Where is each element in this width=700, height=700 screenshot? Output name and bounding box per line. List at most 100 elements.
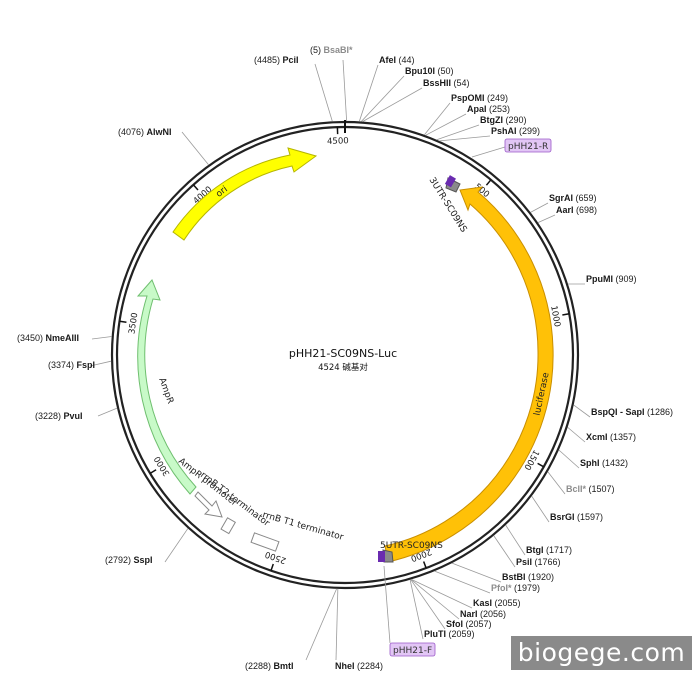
ori-feature-arrow[interactable] [172, 147, 318, 241]
rrnb-t2-terminator-box[interactable] [220, 517, 237, 535]
enzyme-site-label[interactable]: NheI (2284) [335, 661, 383, 671]
primer-phh21-r[interactable]: pHH21-R [471, 138, 552, 158]
enzyme-site-label[interactable]: (3374) FspI [48, 360, 95, 370]
enzyme-name: SphI [580, 458, 600, 468]
enzyme-site-label[interactable]: XcmI (1357) [586, 432, 636, 442]
tick-label: 1000 [548, 305, 562, 328]
enzyme-position: (1597) [577, 512, 603, 522]
rrnb-t1-terminator-label: rrnB T1 terminator [261, 510, 345, 543]
enzyme-site-label[interactable]: (3450) NmeAIII [17, 333, 79, 343]
enzyme-name: PvuI [64, 411, 83, 421]
enzyme-site-label[interactable]: BtgZI (290) [480, 115, 527, 125]
enzyme-name: PspOMI [451, 93, 485, 103]
enzyme-site-label[interactable]: PfoI* (1979) [491, 583, 540, 593]
enzyme-position: (4485) [254, 55, 280, 65]
enzyme-site-label[interactable]: (3228) PvuI [35, 411, 83, 421]
enzyme-site-label[interactable]: (4076) AlwNI [118, 127, 172, 137]
enzyme-name: BclI* [566, 484, 587, 494]
enzyme-name: BstBI [502, 572, 526, 582]
enzyme-site-label[interactable]: AarI (698) [556, 205, 597, 215]
enzyme-site-label[interactable]: KasI (2055) [473, 598, 521, 608]
enzyme-name: FspI [77, 360, 96, 370]
enzyme-position: (1286) [647, 407, 673, 417]
enzyme-position: (1979) [514, 583, 540, 593]
watermark: biogege.com [511, 636, 692, 670]
enzyme-leader-line [89, 360, 112, 367]
enzyme-site-label[interactable]: (2288) BmtI [245, 661, 294, 671]
enzyme-leader-line [436, 124, 480, 141]
rrnb-t1-terminator-box[interactable] [250, 532, 280, 552]
enzyme-leader-line [439, 135, 491, 142]
svg-text:pHH21-R: pHH21-R [508, 142, 548, 152]
enzyme-leader-line [425, 113, 467, 136]
enzyme-position: (659) [576, 193, 597, 203]
enzyme-site-label[interactable]: BclI* (1507) [566, 484, 615, 494]
enzyme-name: SfoI [446, 619, 463, 629]
enzyme-position: (5) [310, 45, 321, 55]
luciferase-feature-arrow[interactable] [384, 186, 554, 563]
ampr-promoter-arrow[interactable] [194, 491, 223, 518]
tick-mark [119, 320, 127, 324]
enzyme-site-label[interactable]: PsiI (1766) [516, 557, 561, 567]
primer-phh21-f[interactable]: pHH21-F [383, 565, 436, 657]
enzyme-site-label[interactable]: BssHII (54) [423, 78, 470, 88]
enzyme-leader-line [547, 471, 566, 495]
enzyme-name: SgrAI [549, 193, 573, 203]
enzyme-name: NarI [460, 609, 478, 619]
enzyme-site-label[interactable]: PshAI (299) [491, 126, 540, 136]
enzyme-name: BtgZI [480, 115, 503, 125]
enzyme-site-label[interactable]: ApaI (253) [467, 104, 510, 114]
enzyme-leader-line [305, 588, 337, 661]
enzyme-leader-line [411, 579, 473, 609]
tick-mark [270, 563, 274, 571]
plasmid-name: pHH21-SC09NS-Luc [289, 347, 397, 360]
enzyme-name: BssHII [423, 78, 451, 88]
enzyme-site-label[interactable]: PspOMI (249) [451, 93, 508, 103]
enzyme-name: KasI [473, 598, 492, 608]
enzyme-site-label[interactable]: BstBI (1920) [502, 572, 554, 582]
tick-mark [537, 462, 545, 468]
enzyme-leader-line [451, 562, 502, 583]
enzyme-site-label[interactable]: (4485) PciI [254, 55, 299, 65]
enzyme-position: (249) [487, 93, 508, 103]
enzyme-leader-line [314, 63, 333, 122]
enzyme-name: SspI [134, 555, 153, 565]
5utr-label: 5UTR-SC09NS [380, 541, 443, 551]
enzyme-site-label[interactable]: Bpu10I (50) [405, 66, 454, 76]
enzyme-site-label[interactable]: BspQI - SapI (1286) [591, 407, 673, 417]
enzyme-leader-line [493, 535, 516, 568]
enzyme-leader-line [424, 102, 451, 136]
enzyme-name: BspQI - SapI [591, 407, 645, 417]
enzyme-site-label[interactable]: (2792) SspI [105, 555, 153, 565]
enzyme-name: PciI [283, 55, 299, 65]
enzyme-site-label[interactable]: SfoI (2057) [446, 619, 492, 629]
enzyme-site-label[interactable]: AfeI (44) [379, 55, 415, 65]
enzyme-leader-line [410, 579, 446, 630]
enzyme-position: (3374) [48, 360, 74, 370]
enzyme-leader-line [164, 528, 189, 563]
enzyme-site-label[interactable]: SphI (1432) [580, 458, 628, 468]
tick-mark [562, 313, 570, 316]
enzyme-site-label[interactable]: SgrAI (659) [549, 193, 597, 203]
enzyme-name: NmeAIII [46, 333, 80, 343]
enzyme-site-label[interactable]: PluTI (2059) [424, 629, 475, 639]
enzyme-name: PshAI [491, 126, 517, 136]
tick-label: 4500 [327, 136, 349, 147]
enzyme-position: (2284) [357, 661, 383, 671]
plasmid-length: 4524 碱基对 [318, 362, 368, 373]
enzyme-site-label[interactable]: (5) BsaBI* [310, 45, 353, 55]
enzyme-site-label[interactable]: NarI (2056) [460, 609, 506, 619]
enzyme-leader-line [537, 214, 556, 223]
tick-label: 3500 [127, 312, 140, 335]
enzyme-site-label[interactable]: PpuMI (909) [586, 274, 637, 284]
enzyme-position: (3450) [17, 333, 43, 343]
enzyme-position: (299) [519, 126, 540, 136]
enzyme-leader-line [181, 131, 209, 166]
enzyme-leader-line [362, 87, 423, 123]
ampr-feature-arrow[interactable] [136, 279, 197, 495]
enzyme-name: XcmI [586, 432, 608, 442]
enzyme-site-label[interactable]: BtgI (1717) [526, 545, 572, 555]
enzyme-site-label[interactable]: BsrGI (1597) [550, 512, 603, 522]
